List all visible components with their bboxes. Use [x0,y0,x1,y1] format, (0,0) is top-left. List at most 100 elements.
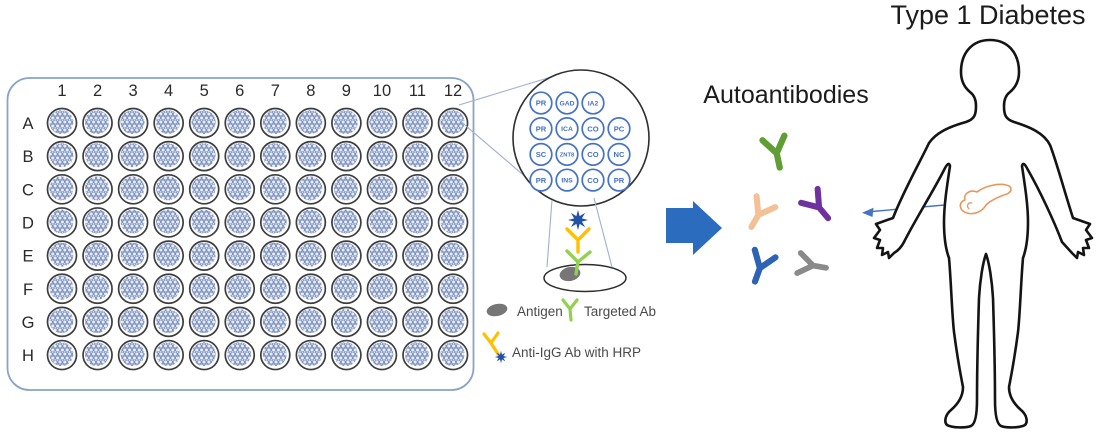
well-bead-cluster [333,309,358,333]
well-bead-cluster [49,309,74,333]
plate-column-label-9: 9 [342,82,351,100]
antigen-spot-PC [607,117,631,141]
well-bead-cluster [298,275,323,300]
well-bead-cluster [191,342,216,367]
well-bead-cluster [84,176,109,201]
plate-row-label-E: E [22,248,33,266]
well-bead-cluster [227,342,252,367]
well-bead-cluster [262,275,287,300]
antigen-spot-label: PR [536,124,547,133]
well-bead-cluster [120,209,145,234]
well-bead-cluster [49,275,74,300]
well-bead-cluster [120,143,145,168]
autoantibody-cluster [748,132,832,285]
antigen-spot-label: CO [587,176,598,185]
well-bead-cluster [120,176,145,201]
well-bead-cluster [120,275,145,300]
blue-autoantibody [751,246,779,285]
callout-line-bottom [458,119,536,186]
well-bead-cluster [84,242,109,267]
well-bead-cluster [333,209,358,234]
well-bead-cluster [333,176,358,201]
antigen-spot-GAD [555,91,579,115]
well-bead-cluster [369,110,394,135]
well-bead-cluster [333,110,358,135]
plate-row-label-D: D [22,214,34,232]
well-bead-cluster [333,342,358,367]
legend-anti-igg-label: Anti-IgG Ab with HRP [512,345,641,360]
antigen-spot-ICA [555,117,579,141]
plate-row-label-F: F [23,281,33,299]
antigen-spot-label: SC [536,150,547,159]
antigen-spot-CO [581,117,605,141]
plate-column-label-3: 3 [129,82,138,100]
antigen-spot-label: ICA [561,126,573,133]
antigen-spot-label: CO [587,150,598,159]
well-bead-cluster [120,110,145,135]
well-bead-cluster [156,242,181,267]
plate-column-label-1: 1 [57,82,66,100]
well-bead-cluster [369,209,394,234]
antigen-spot-CO [581,142,605,167]
well-bead-cluster [191,309,216,333]
plate-column-label-11: 11 [409,82,426,100]
antigen-spot-PR [529,91,553,115]
well-bead-cluster [191,275,216,300]
well-bead-cluster [298,110,323,135]
antibody-y-shape [748,193,779,230]
anti-igg-ab-icon [565,227,591,254]
antigen-spot-label: INS [561,178,573,185]
antigen-spot-PR [529,168,553,192]
legend-antigen-label: Antigen [517,304,563,319]
well-bead-cluster [49,110,74,135]
purple-autoantibody [798,185,832,222]
well-bead-cluster [404,242,429,267]
well-bead-cluster [191,110,216,135]
legend-antigen-icon [486,303,508,317]
well-bead-cluster [404,275,429,300]
legend-anti-igg-icon [482,331,500,356]
well-bead-cluster [49,242,74,267]
well-bead-cluster [440,176,465,201]
autoantibodies-heading: Autoantibodies [703,81,868,109]
antigen-spot-label: ZNT8 [560,152,575,158]
well-bead-cluster [84,275,109,300]
gray-autoantibody [794,250,829,276]
well-bead-cluster [440,342,465,367]
assay-legend: Antigen Targeted Ab Anti-IgG Ab with HRP [482,298,656,364]
well-bead-cluster [262,242,287,267]
antigen-spot-INS [555,168,579,192]
targeted-ab-icon [565,249,592,276]
antigen-spot-label: PR [614,176,625,185]
plate-row-label-B: B [22,148,33,166]
well-bead-cluster [262,143,287,168]
antigen-spot-PR [607,168,631,192]
well-bead-cluster [156,110,181,135]
antigen-spot-CO [581,168,605,192]
plate-column-label-10: 10 [373,82,391,100]
pancreas-pointer-arrowhead-icon [862,207,874,217]
well-bead-cluster [298,242,323,267]
antigen-spot-SC [529,142,553,167]
pancreas-outline [959,183,1012,215]
well-bead-cluster [298,342,323,367]
well-bead-cluster [191,176,216,201]
well-bead-cluster [440,309,465,333]
well-bead-cluster [227,176,252,201]
plate-column-label-7: 7 [271,82,280,100]
well-bead-cluster [369,143,394,168]
antibody-y-shape [794,250,829,276]
well-bead-cluster [49,176,74,201]
well-bead-cluster [227,110,252,135]
antigen-spot-label: PR [536,99,547,108]
antigen-spot-IA2 [581,91,605,115]
well-bead-cluster [156,309,181,333]
plate-row-label-H: H [22,347,34,365]
well-bead-cluster [298,309,323,333]
well-bead-cluster [227,242,252,267]
plate-column-label-2: 2 [93,82,102,100]
well-bead-cluster [49,342,74,367]
plate-column-label-5: 5 [200,82,209,100]
callout-line-top [458,73,562,106]
